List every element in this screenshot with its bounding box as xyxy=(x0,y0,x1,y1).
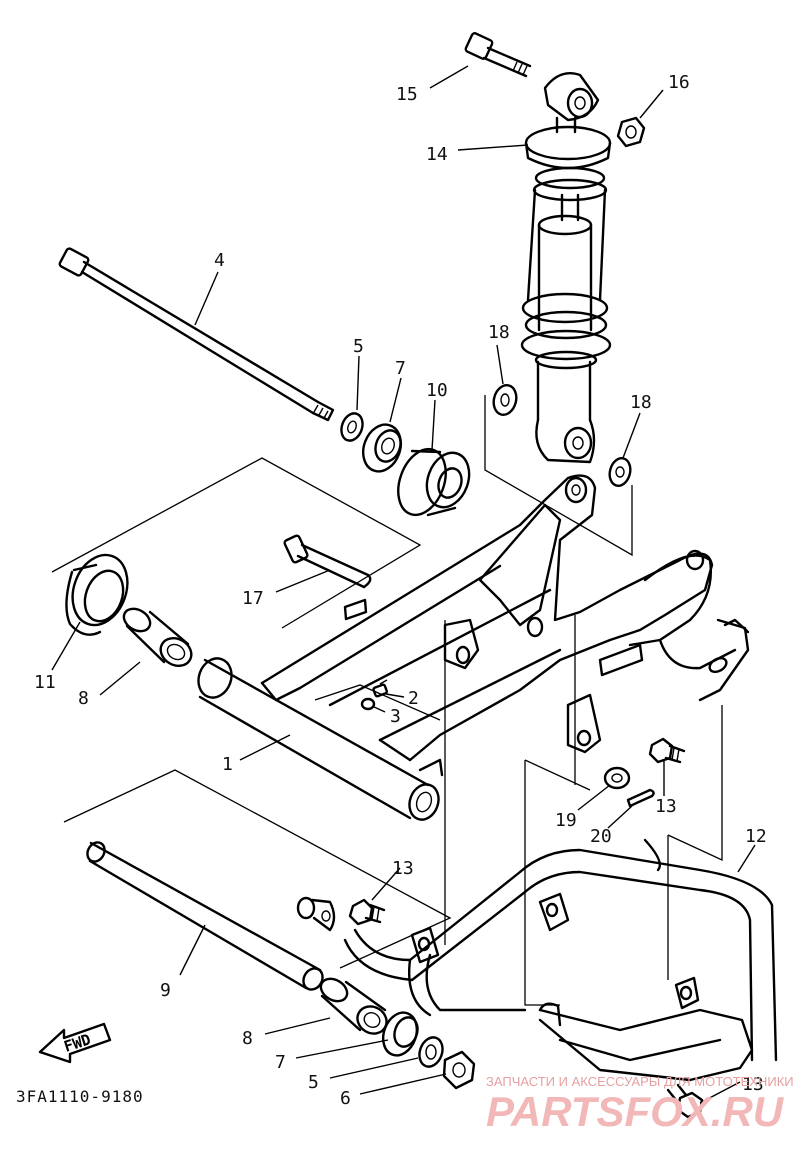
callout-14: 14 xyxy=(426,144,448,165)
bolt-13-left xyxy=(348,898,386,926)
pivot-shaft-lower xyxy=(86,841,324,991)
callout-8-lower: 8 xyxy=(242,1028,253,1049)
callout-4: 4 xyxy=(214,250,225,271)
callout-13-bottom: 13 xyxy=(742,1074,764,1095)
assembly-guides xyxy=(51,395,723,1006)
callout-20: 20 xyxy=(590,826,612,847)
pin xyxy=(283,534,372,589)
bolt-13-bottom xyxy=(666,1083,704,1119)
callout-10: 10 xyxy=(426,380,448,401)
callout-8-upper: 8 xyxy=(78,688,89,709)
callout-15: 15 xyxy=(396,84,418,105)
callout-13-left: 13 xyxy=(392,858,414,879)
shock-washer-left xyxy=(492,384,518,416)
callout-numbers: 15 16 14 4 5 7 10 18 18 17 11 8 2 3 1 19… xyxy=(34,72,767,1109)
callout-6: 6 xyxy=(340,1088,351,1109)
callout-17: 17 xyxy=(242,588,264,609)
diagram-code: 3FA1110-9180 xyxy=(16,1087,144,1106)
o-ring xyxy=(360,697,376,711)
rear-shock-absorber xyxy=(520,71,612,464)
leader-lines xyxy=(51,65,756,1104)
callout-5-lower: 5 xyxy=(308,1072,319,1093)
bearing-lower xyxy=(381,1011,419,1057)
callout-18-right: 18 xyxy=(630,392,652,413)
callout-13-right: 13 xyxy=(655,796,677,817)
collar xyxy=(397,447,471,517)
callout-11: 11 xyxy=(34,672,56,693)
bushing-upper xyxy=(122,607,193,668)
callout-7-upper: 7 xyxy=(395,358,406,379)
washer-upper xyxy=(340,412,364,442)
cotter-pin xyxy=(626,788,655,808)
callout-16: 16 xyxy=(668,72,690,93)
callout-18-left: 18 xyxy=(488,322,510,343)
washer-lower xyxy=(418,1036,444,1068)
watermark-tagline: ЗАПЧАСТИ И АКСЕССУАРЫ ДЛЯ МОТОТЕХНИКИ xyxy=(486,1074,794,1089)
callout-3: 3 xyxy=(390,706,401,727)
washer-19 xyxy=(603,766,631,790)
shock-upper-bolt xyxy=(464,32,532,78)
fwd-arrow: FWD xyxy=(38,1022,112,1064)
bushing-13-left-cap xyxy=(296,896,336,932)
callout-12: 12 xyxy=(745,826,767,847)
guard-frame xyxy=(343,838,778,1082)
bearing-upper xyxy=(361,423,403,473)
bushing-lower xyxy=(319,977,388,1035)
pivot-bolt-shaft xyxy=(58,247,335,422)
watermark: ЗАПЧАСТИ И АКСЕССУАРЫ ДЛЯ МОТОТЕХНИКИ PA… xyxy=(486,1074,794,1135)
callout-2: 2 xyxy=(408,688,419,709)
watermark-brand: PARTSFOX.RU xyxy=(486,1088,785,1135)
callout-19: 19 xyxy=(555,810,577,831)
callout-1: 1 xyxy=(222,754,233,775)
shock-washer-right xyxy=(608,457,632,487)
shock-upper-nut xyxy=(616,116,646,148)
callout-7-lower: 7 xyxy=(275,1052,286,1073)
dust-collar-left xyxy=(65,553,129,636)
callout-9: 9 xyxy=(160,980,171,1001)
swing-arm xyxy=(197,474,750,821)
grease-nipple xyxy=(372,679,388,698)
pivot-nut xyxy=(442,1050,476,1090)
fwd-label: FWD xyxy=(62,1030,93,1055)
callout-5-upper: 5 xyxy=(353,336,364,357)
bolt-13-right xyxy=(648,737,686,764)
